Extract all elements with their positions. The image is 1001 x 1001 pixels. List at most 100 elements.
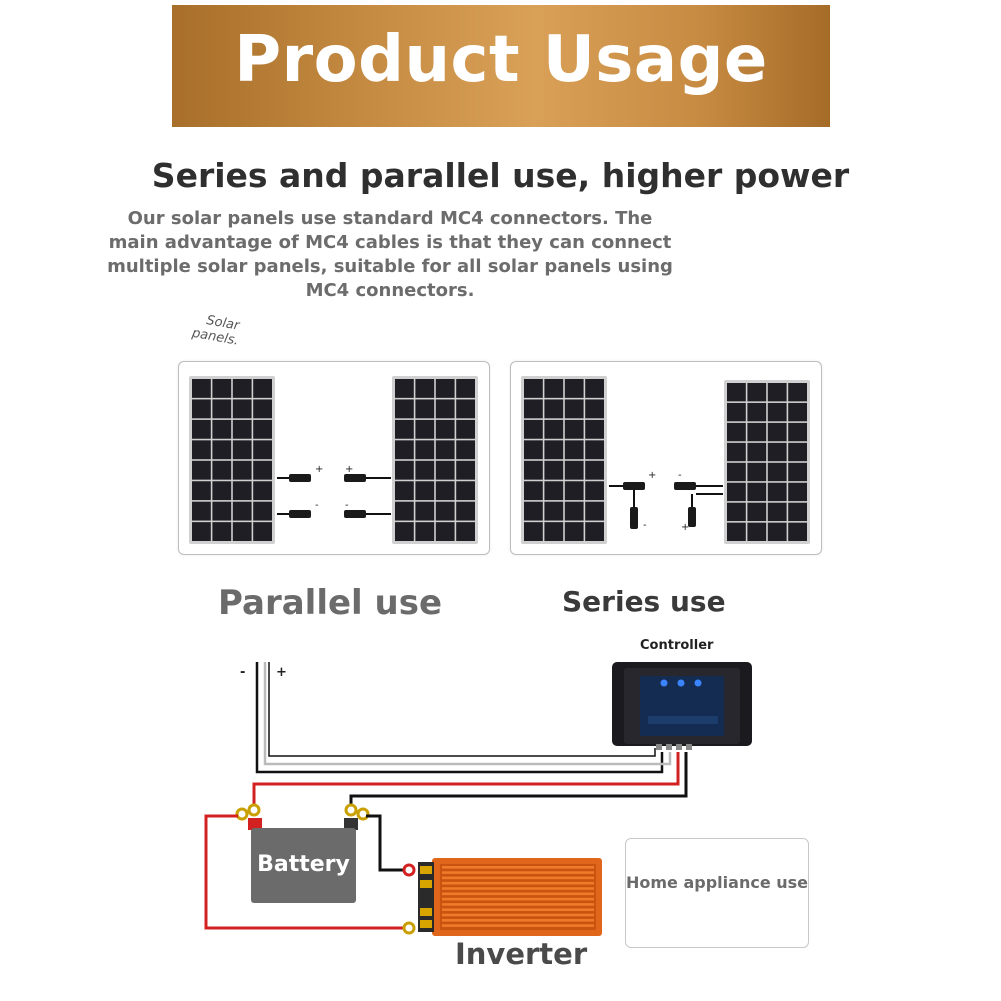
minus-sign: - <box>240 665 245 680</box>
solar-cell <box>435 440 455 460</box>
solar-cell <box>524 379 543 398</box>
solar-cell <box>415 481 435 501</box>
solar-cell <box>524 419 543 439</box>
solar-cell <box>585 379 604 398</box>
inverter-label: Inverter <box>455 937 588 971</box>
solar-cell <box>435 501 455 521</box>
solar-cell <box>585 460 604 480</box>
solar-cell <box>544 522 564 541</box>
solar-cell <box>747 402 767 422</box>
solar-cell <box>788 522 807 541</box>
inverter-fin <box>442 881 594 885</box>
solar-cell <box>524 440 543 460</box>
solar-cell <box>212 522 232 541</box>
solar-panel-left <box>521 376 607 544</box>
inverter-fin <box>442 903 594 906</box>
solar-panel-right <box>392 376 478 544</box>
solar-cell <box>253 399 272 419</box>
solar-cell <box>544 481 564 501</box>
solar-cell <box>456 419 475 439</box>
solar-cell <box>253 501 272 521</box>
solar-cell <box>212 440 232 460</box>
solar-cell <box>585 481 604 501</box>
minus-sign: - <box>643 520 647 531</box>
solar-cell <box>544 460 564 480</box>
solar-cell <box>767 422 787 442</box>
solar-cell <box>788 502 807 522</box>
solar-cell <box>253 522 272 541</box>
section-description: Our solar panels use standard MC4 connec… <box>107 208 673 301</box>
plus-sign: + <box>345 464 353 475</box>
connector-plus <box>623 482 645 490</box>
home-appliance-box: Home appliance use <box>625 838 809 948</box>
solar-cell <box>212 379 232 398</box>
panel-input-cables <box>255 662 672 774</box>
solar-cell <box>415 501 435 521</box>
minus-sign: - <box>345 500 349 511</box>
solar-cell <box>192 440 211 460</box>
solar-cell <box>524 481 543 501</box>
solar-cell <box>727 442 746 462</box>
plus-sign: + <box>315 464 323 475</box>
solar-cell <box>727 522 746 541</box>
solar-cell <box>212 460 232 480</box>
inverter-fin <box>442 866 594 869</box>
solar-cell <box>747 442 767 462</box>
solar-cell <box>585 522 604 541</box>
solar-cell <box>767 402 787 422</box>
solar-panel-right <box>724 380 810 544</box>
solar-cell <box>544 501 564 521</box>
solar-cell <box>456 522 475 541</box>
solar-cell <box>456 501 475 521</box>
solar-cell <box>727 462 746 482</box>
solar-cell <box>788 402 807 422</box>
solar-cell <box>192 501 211 521</box>
battery: Battery <box>251 828 356 903</box>
solar-cell <box>415 522 435 541</box>
solar-cell <box>232 481 252 501</box>
solar-cell <box>456 460 475 480</box>
solar-panel-left <box>189 376 275 544</box>
solar-cell <box>585 419 604 439</box>
solar-cell <box>456 440 475 460</box>
mc4-connectors: + - - + <box>609 470 723 533</box>
solar-cell <box>585 399 604 419</box>
solar-cell <box>253 481 272 501</box>
parallel-diagram: + + - - <box>178 361 490 555</box>
solar-cell <box>524 460 543 480</box>
inverter-fin <box>442 892 594 896</box>
solar-cell <box>788 462 807 482</box>
solar-cell <box>192 481 211 501</box>
page-title: Product Usage <box>234 23 768 97</box>
solar-cell <box>212 399 232 419</box>
solar-cell <box>232 440 252 460</box>
solar-cell <box>395 460 414 480</box>
solar-cell <box>435 379 455 398</box>
series-diagram: + - - + <box>510 361 822 555</box>
parallel-use-label: Parallel use <box>218 583 443 623</box>
solar-cell <box>747 482 767 502</box>
solar-cell <box>415 399 435 419</box>
solar-cell <box>415 460 435 480</box>
plus-sign: + <box>648 470 656 481</box>
solar-cell <box>524 522 543 541</box>
solar-cell <box>524 399 543 419</box>
inverter-fin <box>442 897 594 901</box>
solar-cell <box>788 442 807 462</box>
connector-plus <box>688 507 696 527</box>
solar-cell <box>524 501 543 521</box>
minus-sign: - <box>315 500 319 511</box>
inverter-fin <box>442 871 594 874</box>
solar-cell <box>767 383 787 402</box>
charging-led <box>677 679 685 687</box>
solar-cell <box>564 379 584 398</box>
solar-cell <box>767 442 787 462</box>
header-banner: Product Usage <box>172 5 830 127</box>
solar-cell <box>435 399 455 419</box>
solar-cell <box>544 379 564 398</box>
solar-cell <box>747 462 767 482</box>
solar-cell <box>232 419 252 439</box>
solar-cell <box>212 481 232 501</box>
charge-controller <box>612 662 752 750</box>
